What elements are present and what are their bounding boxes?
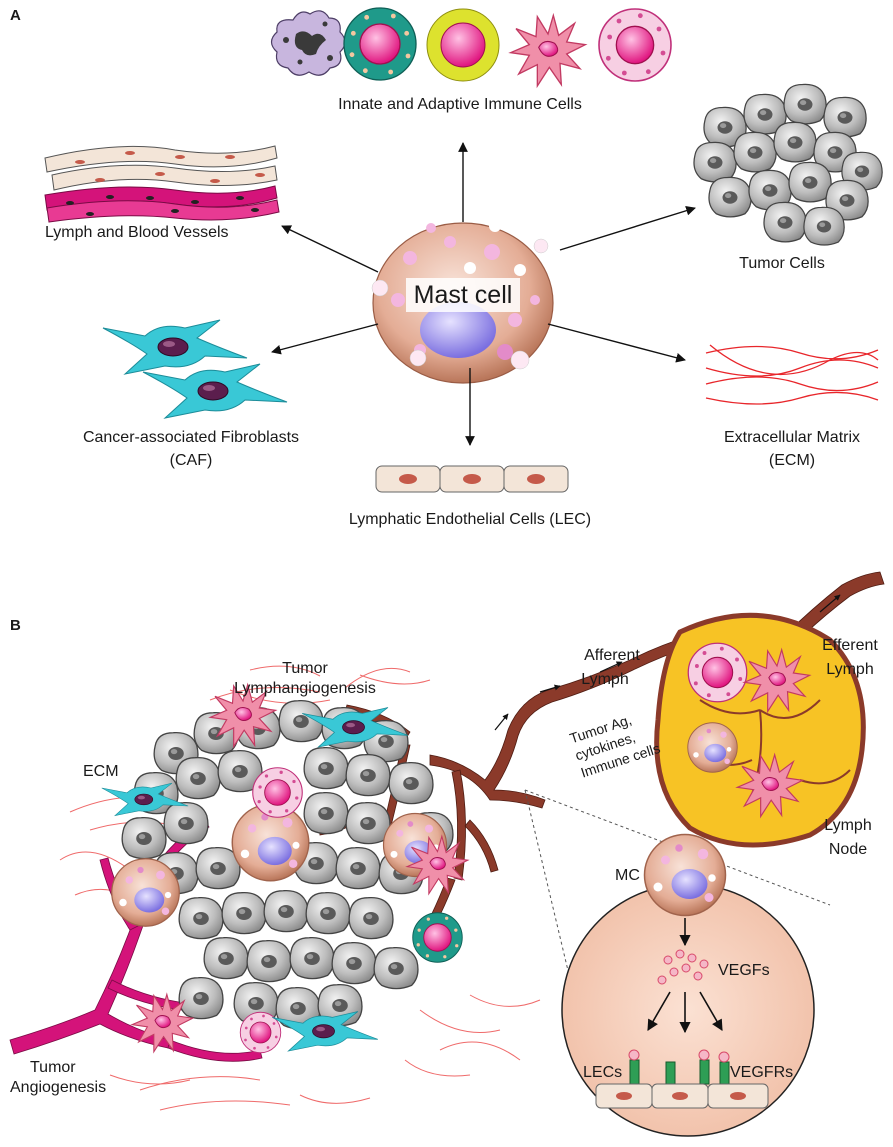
inset-lec-layer xyxy=(595,1083,769,1109)
vegf-receptors xyxy=(628,1049,730,1085)
label-b-ecm: ECM xyxy=(83,763,119,780)
label-node-1: Lymph xyxy=(824,817,871,834)
panel-a-arrows xyxy=(271,142,696,446)
label-tumor-angio-1: Tumor xyxy=(30,1059,76,1076)
label-lec: Lymphatic Endothelial Cells (LEC) xyxy=(349,511,591,528)
dendritic-cell-icon xyxy=(509,14,586,87)
label-ecm-line2: (ECM) xyxy=(769,452,815,469)
panel-b-letter: B xyxy=(10,617,21,634)
inset-label-lecs: LECs xyxy=(583,1064,622,1081)
vegf-particles xyxy=(657,949,709,985)
caf-illustration xyxy=(102,319,288,419)
label-tumor-lymph-2: Lymphangiogenesis xyxy=(234,680,376,697)
label-caf-line2: (CAF) xyxy=(170,452,213,469)
panel-a-letter: A xyxy=(10,7,21,24)
label-efferent-2: Lymph xyxy=(826,661,873,678)
inset-label-vegfs: VEGFs xyxy=(718,962,770,979)
cargo-label-group: Tumor Ag, cytokines, Immune cells xyxy=(568,711,663,780)
lec-illustration xyxy=(375,465,569,493)
tumor-mast-cell-2 xyxy=(111,858,180,927)
basophil-icon xyxy=(270,10,346,76)
label-efferent-1: Efferent xyxy=(822,637,878,654)
eosinophil-icon xyxy=(343,7,417,81)
label-tumor-cells: Tumor Cells xyxy=(739,255,825,272)
lymphocyte-icon xyxy=(426,8,500,82)
label-mast-cell: Mast cell xyxy=(414,281,513,309)
label-node-2: Node xyxy=(829,841,867,858)
vegf-arrows xyxy=(647,991,723,1034)
inset-label-vegfrs: VEGFRs xyxy=(730,1064,793,1081)
inset-mast-cell xyxy=(643,833,727,917)
vessels-illustration xyxy=(44,145,280,223)
label-afferent-2: Lymph xyxy=(581,671,628,688)
label-ecm-line1: Extracellular Matrix xyxy=(724,429,860,446)
tumor-cells-illustration xyxy=(693,83,883,246)
tumor-eosinophil xyxy=(412,912,463,963)
label-immune-cells: Innate and Adaptive Immune Cells xyxy=(338,96,582,113)
tumor-neutrophil xyxy=(252,767,303,818)
lymph-flow-arrows xyxy=(494,594,841,731)
ecm-fibres xyxy=(59,665,541,1111)
lymph-node xyxy=(654,612,866,848)
immune-cells-illustration xyxy=(270,7,672,87)
ecm-illustration xyxy=(705,344,879,405)
mast-cell-illustration xyxy=(371,220,554,384)
neutrophil-icon xyxy=(598,8,672,82)
inset-circle xyxy=(561,833,815,1137)
label-caf-line1: Cancer-associated Fibroblasts xyxy=(83,429,299,446)
label-vessels: Lymph and Blood Vessels xyxy=(45,224,229,241)
label-afferent-1: Afferent xyxy=(584,647,640,664)
inset-label-mc: MC xyxy=(615,867,640,884)
label-tumor-angio-2: Angiogenesis xyxy=(10,1079,106,1096)
label-tumor-lymph-1: Tumor xyxy=(282,660,328,677)
